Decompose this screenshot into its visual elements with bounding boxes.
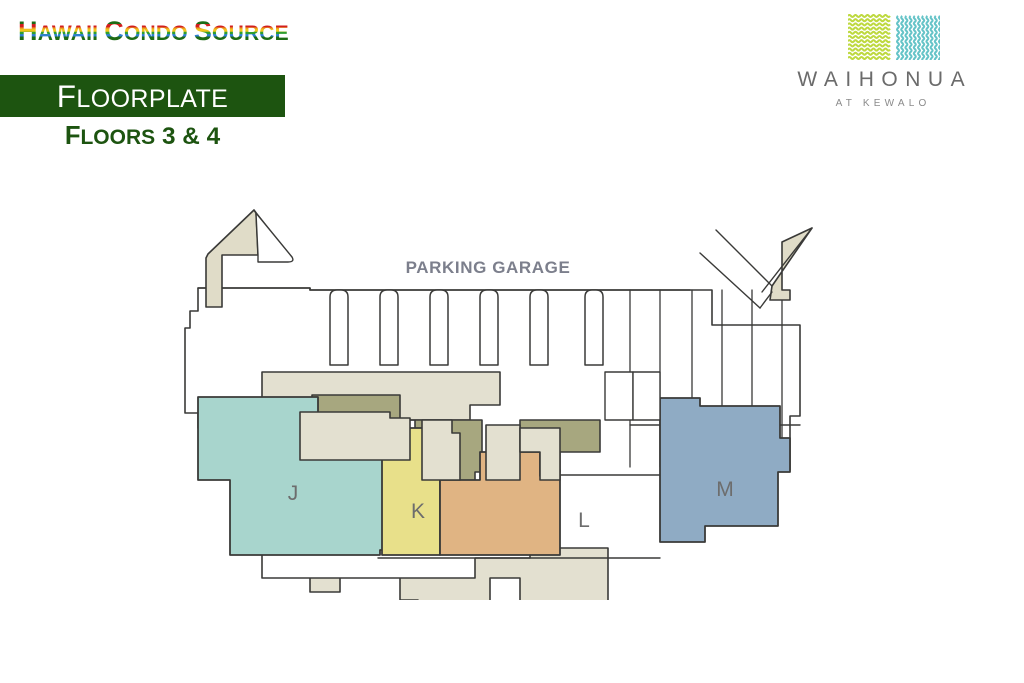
unit-labels: J K L M bbox=[288, 478, 734, 532]
shaft-slot-1 bbox=[604, 371, 634, 421]
page-title-rest: loorplate bbox=[76, 84, 229, 113]
shaft-box-upper-left bbox=[299, 411, 411, 461]
corridor-upper-beige bbox=[261, 547, 609, 600]
stair-right-rail-a bbox=[761, 227, 813, 293]
waihonua-logo-mark bbox=[848, 14, 940, 60]
shaft-box-mid-2 bbox=[485, 424, 521, 481]
brand-logo: HAWAII CONDO SOURCE bbox=[18, 16, 358, 46]
unit-label-k: K bbox=[411, 500, 425, 523]
shaft-box-mid-1 bbox=[421, 419, 461, 481]
brand-logo-text: HAWAII CONDO SOURCE bbox=[18, 16, 289, 46]
stair-right-rail-b bbox=[715, 229, 773, 287]
shaft-box-mid-3 bbox=[519, 427, 561, 481]
floors-subtitle-numbers: 3 & 4 bbox=[155, 123, 220, 150]
floors-subtitle-lead: F bbox=[64, 122, 81, 150]
parking-stall-fin bbox=[584, 289, 604, 366]
parking-stall-fin bbox=[479, 289, 499, 366]
horizontal-waves-icon bbox=[848, 14, 891, 60]
floors-numbers-text: 3 & 4 bbox=[161, 123, 221, 150]
floorplan-svg: PARKING GARAGE J K L M bbox=[184, 209, 813, 600]
parking-stall-fin bbox=[379, 289, 399, 366]
stair-right-rail-d bbox=[759, 291, 773, 309]
parking-stall-fin bbox=[429, 289, 449, 366]
garage-top-wall bbox=[197, 287, 691, 291]
brand-logo-svg: HAWAII CONDO SOURCE bbox=[18, 16, 289, 46]
project-name: WAIHONUA bbox=[797, 68, 973, 91]
stair-left-landing bbox=[255, 212, 294, 263]
vertical-waves-icon bbox=[895, 15, 940, 60]
parking-garage-label: PARKING GARAGE bbox=[406, 258, 571, 277]
page-title: Floorplate bbox=[57, 78, 228, 115]
project-logo: WAIHONUA AT KEWALO bbox=[756, 10, 1006, 110]
page-title-lead: F bbox=[56, 77, 77, 114]
floorplan-drawing: PARKING GARAGE J K L M bbox=[0, 180, 1024, 600]
unit-label-m: M bbox=[716, 478, 734, 501]
unit-label-l: L bbox=[578, 509, 590, 532]
stair-right-rail-c bbox=[699, 252, 761, 309]
parking-stall-dividers-rounded bbox=[329, 289, 604, 366]
floorplate-title-bar: Floorplate bbox=[0, 75, 285, 117]
floors-subtitle-rest: loors bbox=[80, 126, 156, 149]
stair-right bbox=[769, 227, 813, 301]
parking-stall-fin bbox=[529, 289, 549, 366]
unit-m[interactable] bbox=[659, 397, 791, 543]
shaft-slot-2 bbox=[632, 371, 661, 421]
parking-stall-fin bbox=[329, 289, 349, 366]
unit-label-j: J bbox=[288, 482, 299, 505]
project-tagline: AT KEWALO bbox=[835, 98, 931, 109]
floors-subtitle: Floors 3 & 4 bbox=[0, 122, 285, 151]
